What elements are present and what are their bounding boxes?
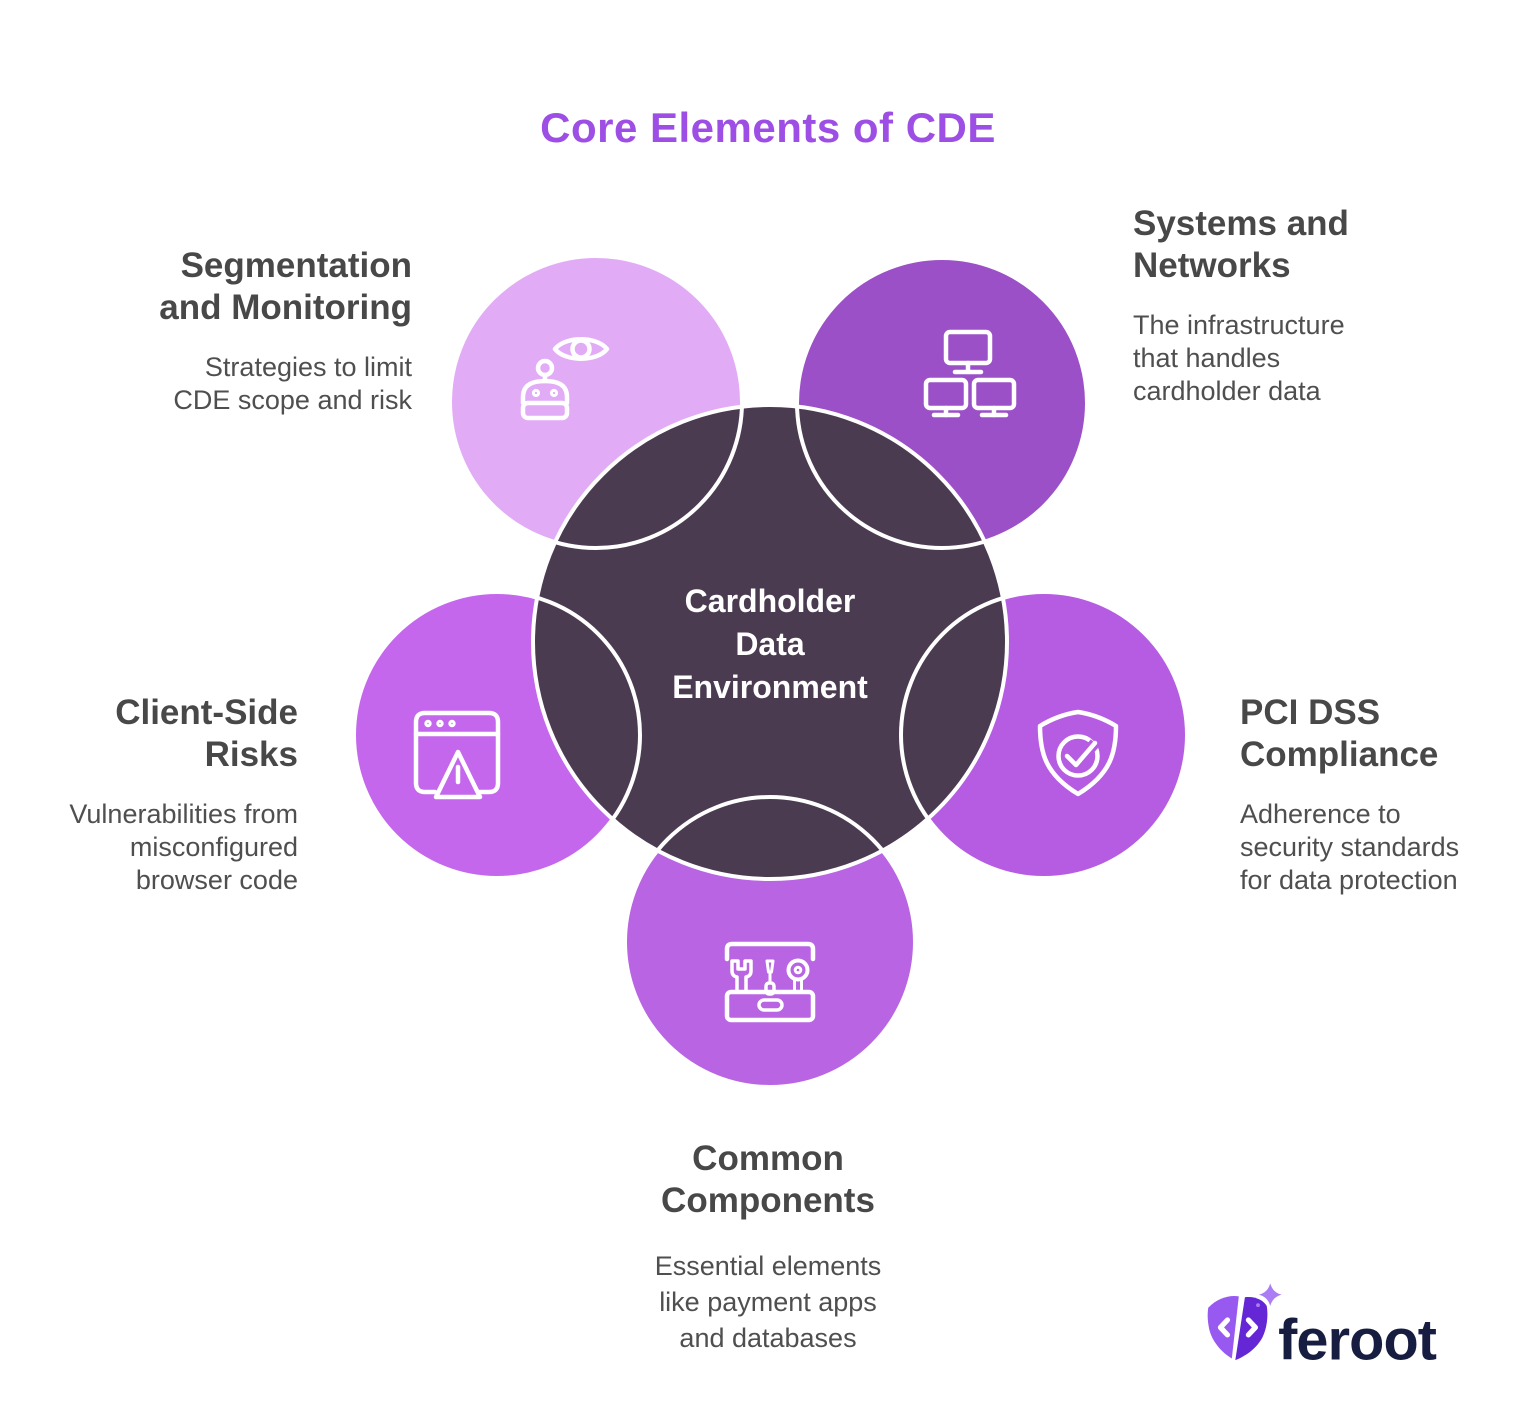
logo-sparkle-icon	[1258, 1283, 1282, 1307]
segmentation-text-block: Segmentation and Monitoring Strategies t…	[159, 245, 412, 417]
systems-description: The infrastructure that handles cardhold…	[1133, 310, 1345, 406]
common-text-block: Common Components Essential elements lik…	[0, 1138, 1536, 1356]
logo-sparkle-dot	[1256, 1303, 1260, 1308]
logo-left-chevron-icon	[1217, 1317, 1231, 1338]
circle-outlines	[352, 254, 1189, 1089]
segmentation-description: Strategies to limit CDE scope and risk	[173, 352, 412, 415]
pci-heading: PCI DSS Compliance	[1240, 693, 1439, 774]
segmentation-heading: Segmentation and Monitoring	[159, 246, 412, 327]
common-description: Essential elements like payment apps and…	[654, 1251, 882, 1353]
page-title: Core Elements of CDE	[540, 104, 996, 151]
center-circle-label: Cardholder Data Environment	[672, 583, 868, 705]
pci-description: Adherence to security standards for data…	[1240, 799, 1460, 895]
logo-right-chevron-icon	[1245, 1317, 1259, 1338]
pci-text-block: PCI DSS Compliance Adherence to security…	[1240, 692, 1459, 897]
feroot-logo: feroot	[1207, 1283, 1438, 1372]
client-side-description: Vulnerabilities from misconfigured brows…	[69, 799, 298, 895]
center-circle	[533, 405, 1007, 879]
common-heading: Common Components	[661, 1139, 875, 1220]
feroot-logo-mask	[1207, 1283, 1282, 1361]
client-side-text-block: Client-Side Risks Vulnerabilities from m…	[69, 692, 298, 897]
systems-text-block: Systems and Networks The infrastructure …	[1133, 203, 1349, 408]
feroot-wordmark: feroot	[1278, 1308, 1437, 1372]
client-side-heading: Client-Side Risks	[115, 693, 298, 774]
systems-heading: Systems and Networks	[1133, 204, 1349, 285]
